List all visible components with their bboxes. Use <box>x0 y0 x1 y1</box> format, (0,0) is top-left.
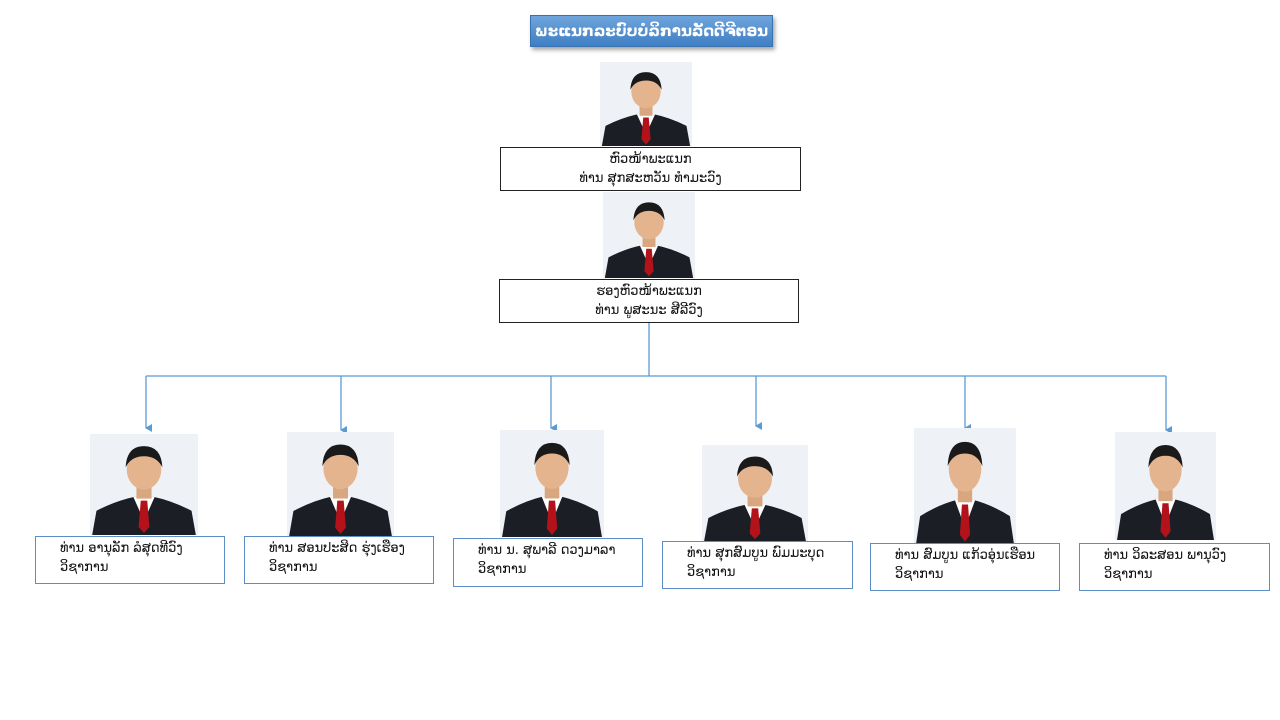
staff-photo-2 <box>287 432 394 536</box>
portrait-silhouette <box>914 428 1016 544</box>
staff-photo-3 <box>500 430 604 537</box>
portrait-silhouette <box>1115 432 1216 540</box>
deputy-name: ທ່ານ ພູສະນະ ສີລີວົງ <box>595 303 703 318</box>
staff-role: ວິຊາການ <box>478 562 527 577</box>
staff-role: ວິຊາການ <box>1104 567 1153 582</box>
staff-name: ທ່ານ ສົມບູນ ແກ້ວອຸ່ນເຮືອນ <box>895 548 1036 563</box>
portrait-silhouette <box>287 432 394 536</box>
staff-role: ວິຊາການ <box>60 560 109 575</box>
staff-photo-6 <box>1115 432 1216 540</box>
staff-photo-5 <box>914 428 1016 544</box>
staff-name: ທ່ານ ນ. ສຸພາລີ ດວງມາລາ <box>478 543 616 558</box>
portrait-silhouette <box>600 62 692 146</box>
staff-role: ວິຊາການ <box>895 567 944 582</box>
staff-box-6: ທ່ານ ວິລະສອນ ພານຸວົງ ວິຊາການ <box>1079 543 1270 591</box>
staff-box-2: ທ່ານ ສອນປະສິດ ຮຸ່ງເຮືອງ ວິຊາການ <box>244 536 434 584</box>
staff-photo-1 <box>90 434 198 535</box>
head-role: ຫົວໜ້າພະແນກ <box>609 152 692 167</box>
staff-box-4: ທ່ານ ສຸກສົມບູນ ພົມມະບຸດ ວິຊາການ <box>662 541 853 589</box>
staff-name: ທ່ານ ສຸກສົມບູນ ພົມມະບຸດ <box>687 546 825 561</box>
head-photo <box>600 62 692 146</box>
staff-name: ທ່ານ ອານຸລັກ ລໍສຸດທີວົງ <box>60 541 183 556</box>
staff-role: ວິຊາການ <box>269 560 318 575</box>
portrait-silhouette <box>500 430 604 537</box>
deputy-box: ຮອງຫົວໜ້າພະແນກ ທ່ານ ພູສະນະ ສີລີວົງ <box>499 279 799 323</box>
page-title: ພະແນກລະບົບບໍລິການລັດດີຈີຕອນ <box>530 15 773 47</box>
portrait-silhouette <box>603 192 695 278</box>
staff-box-5: ທ່ານ ສົມບູນ ແກ້ວອຸ່ນເຮືອນ ວິຊາການ <box>870 543 1060 591</box>
portrait-silhouette <box>90 434 198 535</box>
head-name: ທ່ານ ສຸກສະຫວັນ ທຳມະວົງ <box>579 171 722 186</box>
deputy-role: ຮອງຫົວໜ້າພະແນກ <box>596 284 702 299</box>
staff-box-1: ທ່ານ ອານຸລັກ ລໍສຸດທີວົງ ວິຊາການ <box>35 536 225 584</box>
staff-photo-4 <box>702 445 808 541</box>
head-box: ຫົວໜ້າພະແນກ ທ່ານ ສຸກສະຫວັນ ທຳມະວົງ <box>500 147 801 191</box>
deputy-photo <box>603 192 695 278</box>
portrait-silhouette <box>702 445 808 541</box>
staff-box-3: ທ່ານ ນ. ສຸພາລີ ດວງມາລາ ວິຊາການ <box>453 538 643 587</box>
staff-role: ວິຊາການ <box>687 565 736 580</box>
staff-name: ທ່ານ ສອນປະສິດ ຮຸ່ງເຮືອງ <box>269 541 405 556</box>
staff-name: ທ່ານ ວິລະສອນ ພານຸວົງ <box>1104 548 1227 563</box>
